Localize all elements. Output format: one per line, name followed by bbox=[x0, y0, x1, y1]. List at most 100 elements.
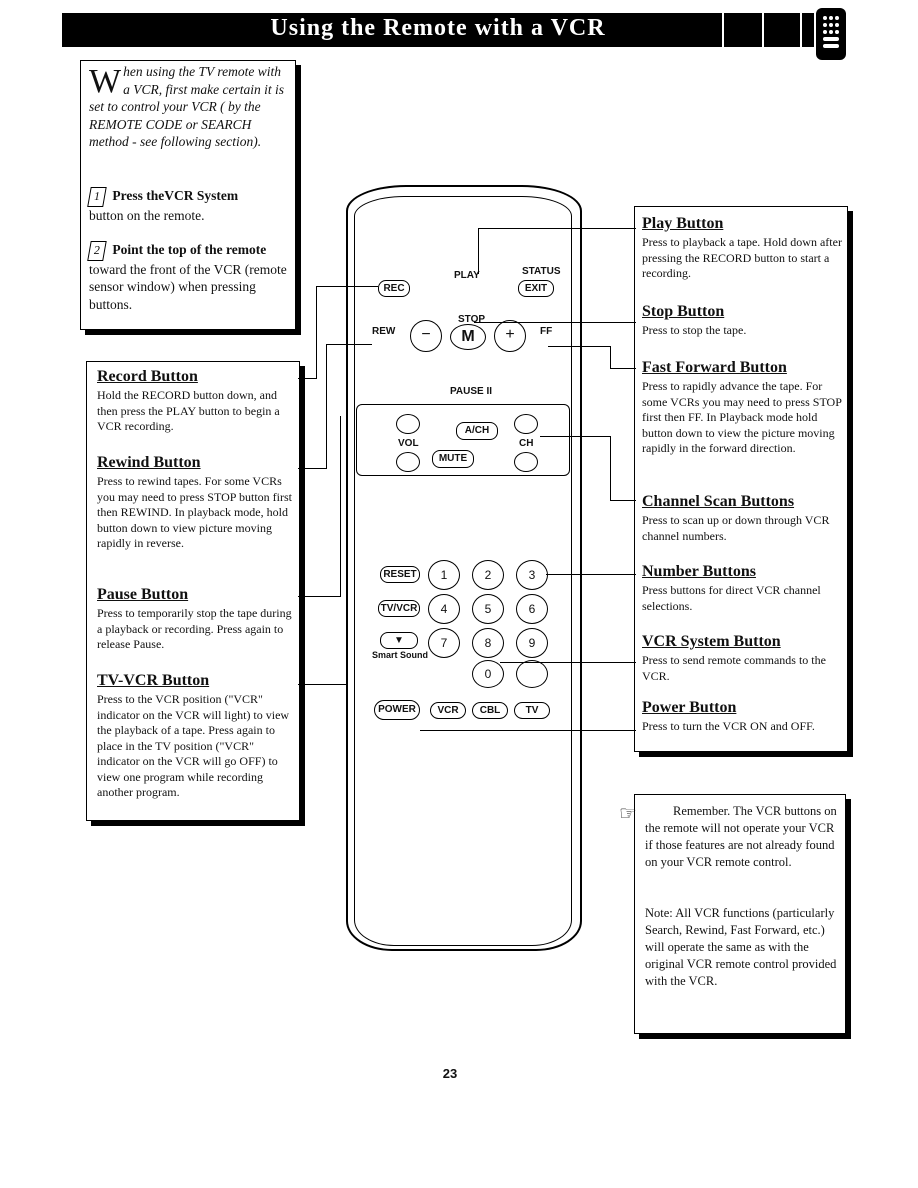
vcr-system-section: VCR System Button Press to send remote c… bbox=[642, 633, 842, 684]
section-body: Press to stop the tape. bbox=[642, 323, 747, 337]
rec-button[interactable]: REC bbox=[378, 280, 410, 297]
leader-line bbox=[340, 416, 341, 596]
leader-line bbox=[316, 286, 378, 287]
leader-line bbox=[546, 574, 636, 575]
cbl-button[interactable]: CBL bbox=[472, 702, 508, 719]
plus-button[interactable]: + bbox=[494, 320, 526, 352]
leader-line bbox=[298, 684, 347, 685]
digit-0-button[interactable]: 0 bbox=[472, 660, 504, 688]
section-body: Press to playback a tape. Hold down afte… bbox=[642, 235, 842, 280]
digit-4-button[interactable]: 4 bbox=[428, 594, 460, 624]
ch-down-button[interactable] bbox=[514, 452, 538, 472]
section-title: Record Button bbox=[97, 368, 198, 385]
mute-button[interactable]: MUTE bbox=[432, 450, 474, 468]
leader-line bbox=[420, 730, 636, 731]
ok-button[interactable] bbox=[516, 660, 548, 688]
leader-line bbox=[474, 322, 636, 323]
leader-line bbox=[316, 286, 317, 378]
leader-line bbox=[478, 228, 479, 274]
header-divider bbox=[800, 13, 802, 47]
rew-label: REW bbox=[372, 326, 396, 337]
vol-ch-panel bbox=[356, 404, 570, 476]
smart-sound-label: Smart Sound bbox=[372, 650, 429, 660]
section-body: Press buttons for direct VCR channel sel… bbox=[642, 583, 821, 613]
remember-text: Remember. The VCR buttons on the remote … bbox=[645, 804, 837, 869]
number-section: Number Buttons Press buttons for direct … bbox=[642, 563, 842, 614]
ff-label: FF bbox=[540, 326, 553, 337]
ff-section: Fast Forward Button Press to rapidly adv… bbox=[642, 359, 842, 457]
vol-down-button[interactable] bbox=[396, 452, 420, 472]
digit-5-button[interactable]: 5 bbox=[472, 594, 504, 624]
ach-button[interactable]: A/CH bbox=[456, 422, 498, 440]
section-title: Power Button bbox=[642, 699, 737, 716]
section-title: Fast Forward Button bbox=[642, 359, 787, 376]
intro-paragraph: hen using the TV remote with a VCR, firs… bbox=[89, 64, 284, 149]
step-1-bold: Press theVCR System bbox=[112, 188, 239, 203]
drop-cap: W bbox=[89, 63, 122, 100]
section-title: VCR System Button bbox=[642, 633, 781, 650]
step-2-text: toward the front of the VCR (remote sens… bbox=[89, 261, 287, 312]
step-2-bold: Point the top of the remote bbox=[112, 242, 267, 257]
note-box: ☞ Remember. The VCR buttons on the remot… bbox=[619, 794, 846, 1034]
digit-6-button[interactable]: 6 bbox=[516, 594, 548, 624]
page-header: Using the Remote with a VCR bbox=[62, 13, 814, 47]
pause-section: Pause Button Press to temporarily stop t… bbox=[97, 586, 293, 653]
step-1-text: button on the remote. bbox=[89, 207, 205, 223]
digit-7-button[interactable]: 7 bbox=[428, 628, 460, 658]
vcr-button[interactable]: VCR bbox=[430, 702, 466, 719]
section-body: Press to send remote commands to the VCR… bbox=[642, 653, 826, 683]
step-2: 2 Point the top of the remote toward the… bbox=[87, 241, 289, 313]
leader-line bbox=[478, 228, 636, 229]
leader-line bbox=[298, 468, 327, 469]
ch-label: CH bbox=[519, 438, 534, 449]
menu-m-button[interactable]: M bbox=[450, 324, 486, 350]
ch-up-button[interactable] bbox=[514, 414, 538, 434]
section-title: Play Button bbox=[642, 215, 724, 232]
remote-icon bbox=[816, 8, 846, 60]
stop-section: Stop Button Press to stop the tape. bbox=[642, 303, 842, 339]
section-body: Press to the VCR position ("VCR" indicat… bbox=[97, 692, 290, 799]
rewind-section: Rewind Button Press to rewind tapes. For… bbox=[97, 454, 293, 552]
digit-2-button[interactable]: 2 bbox=[472, 560, 504, 590]
power-button[interactable]: POWER bbox=[374, 700, 420, 720]
header-divider bbox=[722, 13, 724, 47]
reset-button[interactable]: RESET bbox=[380, 566, 420, 583]
digit-9-button[interactable]: 9 bbox=[516, 628, 548, 658]
left-sections-box: Record Button Hold the RECORD button dow… bbox=[86, 361, 300, 821]
leader-line bbox=[326, 344, 372, 345]
digit-3-button[interactable]: 3 bbox=[516, 560, 548, 590]
play-label: PLAY bbox=[454, 270, 480, 281]
right-sections-box: Play Button Press to playback a tape. Ho… bbox=[634, 206, 848, 752]
page-number: 23 bbox=[442, 1066, 458, 1081]
leader-line bbox=[610, 500, 636, 501]
leader-line bbox=[326, 344, 327, 468]
section-body: Press to scan up or down through VCR cha… bbox=[642, 513, 830, 543]
tv-button[interactable]: TV bbox=[514, 702, 550, 719]
tv-vcr-button[interactable]: TV/VCR bbox=[378, 600, 420, 617]
pointing-hand-icon: ☞ bbox=[619, 803, 637, 825]
step-1: 1 Press theVCR System button on the remo… bbox=[87, 187, 289, 224]
digit-8-button[interactable]: 8 bbox=[472, 628, 504, 658]
step-1-number: 1 bbox=[87, 187, 107, 207]
exit-button[interactable]: EXIT bbox=[518, 280, 554, 297]
record-section: Record Button Hold the RECORD button dow… bbox=[97, 368, 293, 435]
smart-sound-button[interactable]: ▼ bbox=[380, 632, 418, 649]
minus-button[interactable]: − bbox=[410, 320, 442, 352]
note-text: Note: All VCR functions (particularly Se… bbox=[645, 906, 837, 988]
section-title: Rewind Button bbox=[97, 454, 201, 471]
leader-line bbox=[298, 378, 317, 379]
leader-line bbox=[610, 436, 611, 500]
section-body: Press to rapidly advance the tape. For s… bbox=[642, 379, 842, 455]
section-body: Press to rewind tapes. For some VCRs you… bbox=[97, 474, 292, 550]
digit-1-button[interactable]: 1 bbox=[428, 560, 460, 590]
section-title: Pause Button bbox=[97, 586, 189, 603]
step-2-number: 2 bbox=[87, 241, 107, 261]
section-body: Press to turn the VCR ON and OFF. bbox=[642, 719, 815, 733]
channel-scan-section: Channel Scan Buttons Press to scan up or… bbox=[642, 493, 842, 544]
section-title: Stop Button bbox=[642, 303, 725, 320]
vol-up-button[interactable] bbox=[396, 414, 420, 434]
remote-control bbox=[346, 185, 582, 951]
page-title: Using the Remote with a VCR bbox=[270, 15, 606, 41]
